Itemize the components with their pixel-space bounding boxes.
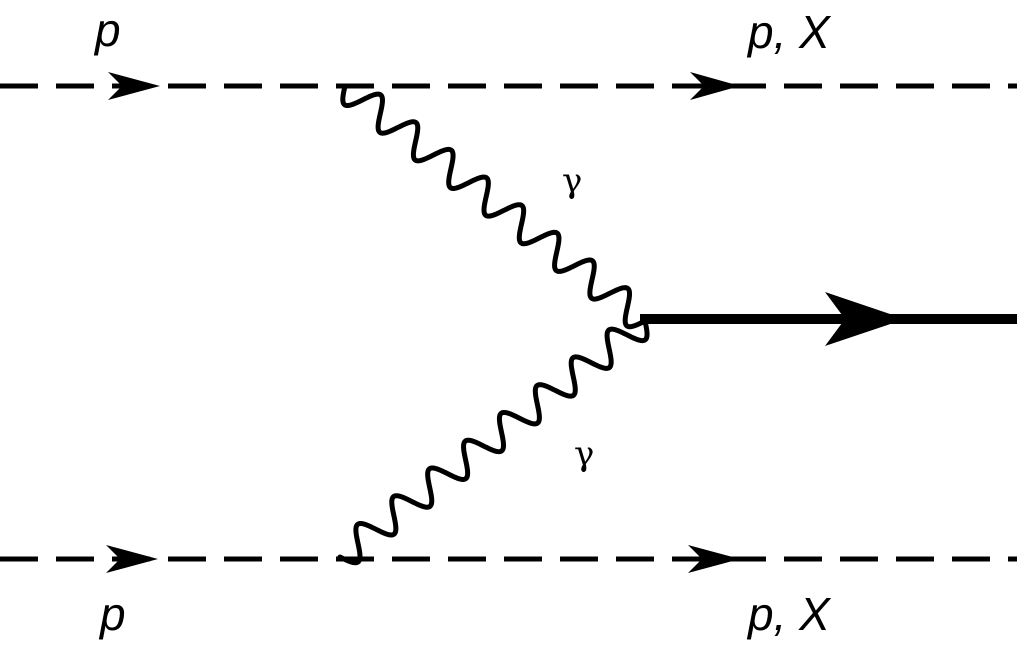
produced-particle-arrow <box>825 292 905 346</box>
arrow-bottom-outgoing <box>688 545 740 573</box>
incoming-top-label: p <box>93 4 121 56</box>
incoming-bottom-label: p <box>98 588 126 640</box>
outgoing-top-label: p, X <box>746 6 832 58</box>
arrow-bottom-incoming <box>106 545 158 573</box>
photon-bottom-label: γ <box>574 434 594 474</box>
photon-top-label: γ <box>562 161 582 201</box>
arrow-top-incoming <box>108 72 160 100</box>
outgoing-bottom-label: p, X <box>746 588 832 640</box>
photon-line-bottom <box>337 318 650 566</box>
arrow-top-outgoing <box>690 72 740 100</box>
photon-line-top <box>340 83 648 330</box>
